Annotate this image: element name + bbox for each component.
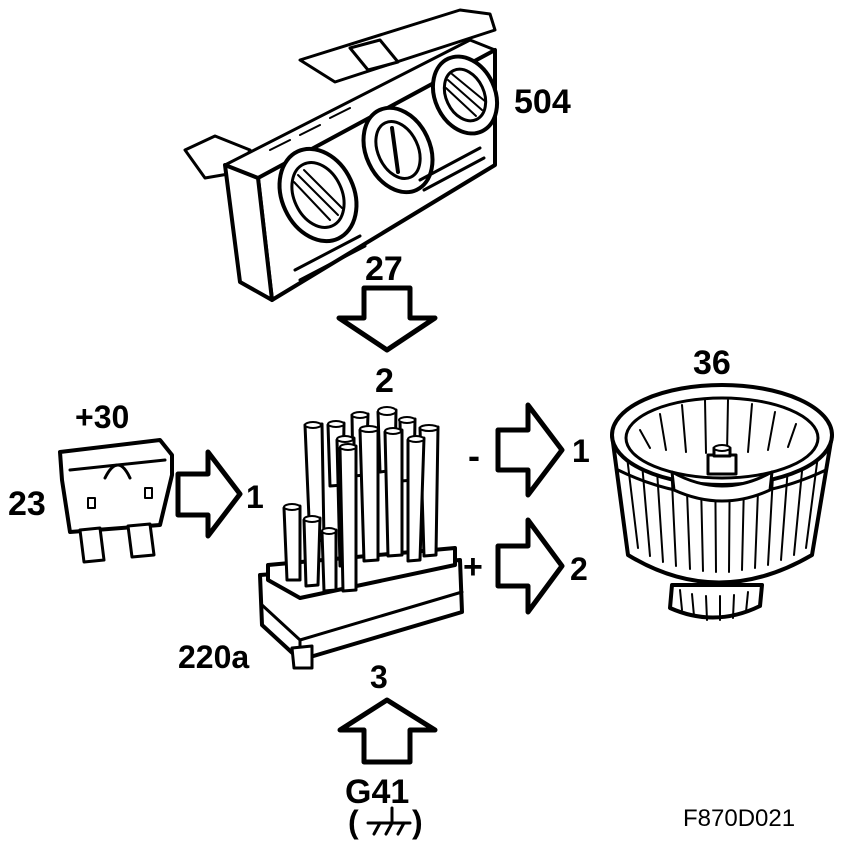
label-pin-3: 3 — [370, 659, 388, 695]
label-pin-2-top: 2 — [375, 362, 394, 400]
label-36: 36 — [693, 344, 731, 382]
arrow-right-fuse — [175, 449, 243, 539]
knob-left — [277, 146, 359, 244]
heater-control-panel — [183, 8, 500, 302]
label-plus: + — [463, 548, 483, 586]
label-220a: 220a — [178, 639, 249, 675]
arrow-up — [337, 697, 438, 765]
label-minus: - — [468, 435, 480, 476]
arrow-right-plus — [495, 517, 565, 615]
arrow-down — [336, 285, 438, 353]
label-motor-pin-2: 2 — [570, 551, 588, 587]
blower-motor — [610, 383, 834, 621]
knob-center — [361, 105, 435, 195]
label-motor-pin-1: 1 — [572, 433, 590, 469]
svg-text:(: ( — [348, 804, 359, 840]
label-pin-1-left: 1 — [246, 479, 264, 515]
svg-text:): ) — [412, 804, 423, 840]
label-27: 27 — [365, 250, 403, 288]
arrow-right-minus — [495, 402, 565, 498]
fuse — [58, 438, 174, 564]
ground-symbol: ( ) — [348, 804, 423, 840]
series-resistor — [258, 406, 464, 670]
label-plus-30: +30 — [75, 399, 129, 435]
label-23: 23 — [8, 485, 46, 523]
figure-code: F870D021 — [683, 805, 795, 832]
label-g41: G41 — [345, 773, 409, 811]
label-504: 504 — [514, 83, 571, 121]
knob-right — [430, 54, 500, 136]
